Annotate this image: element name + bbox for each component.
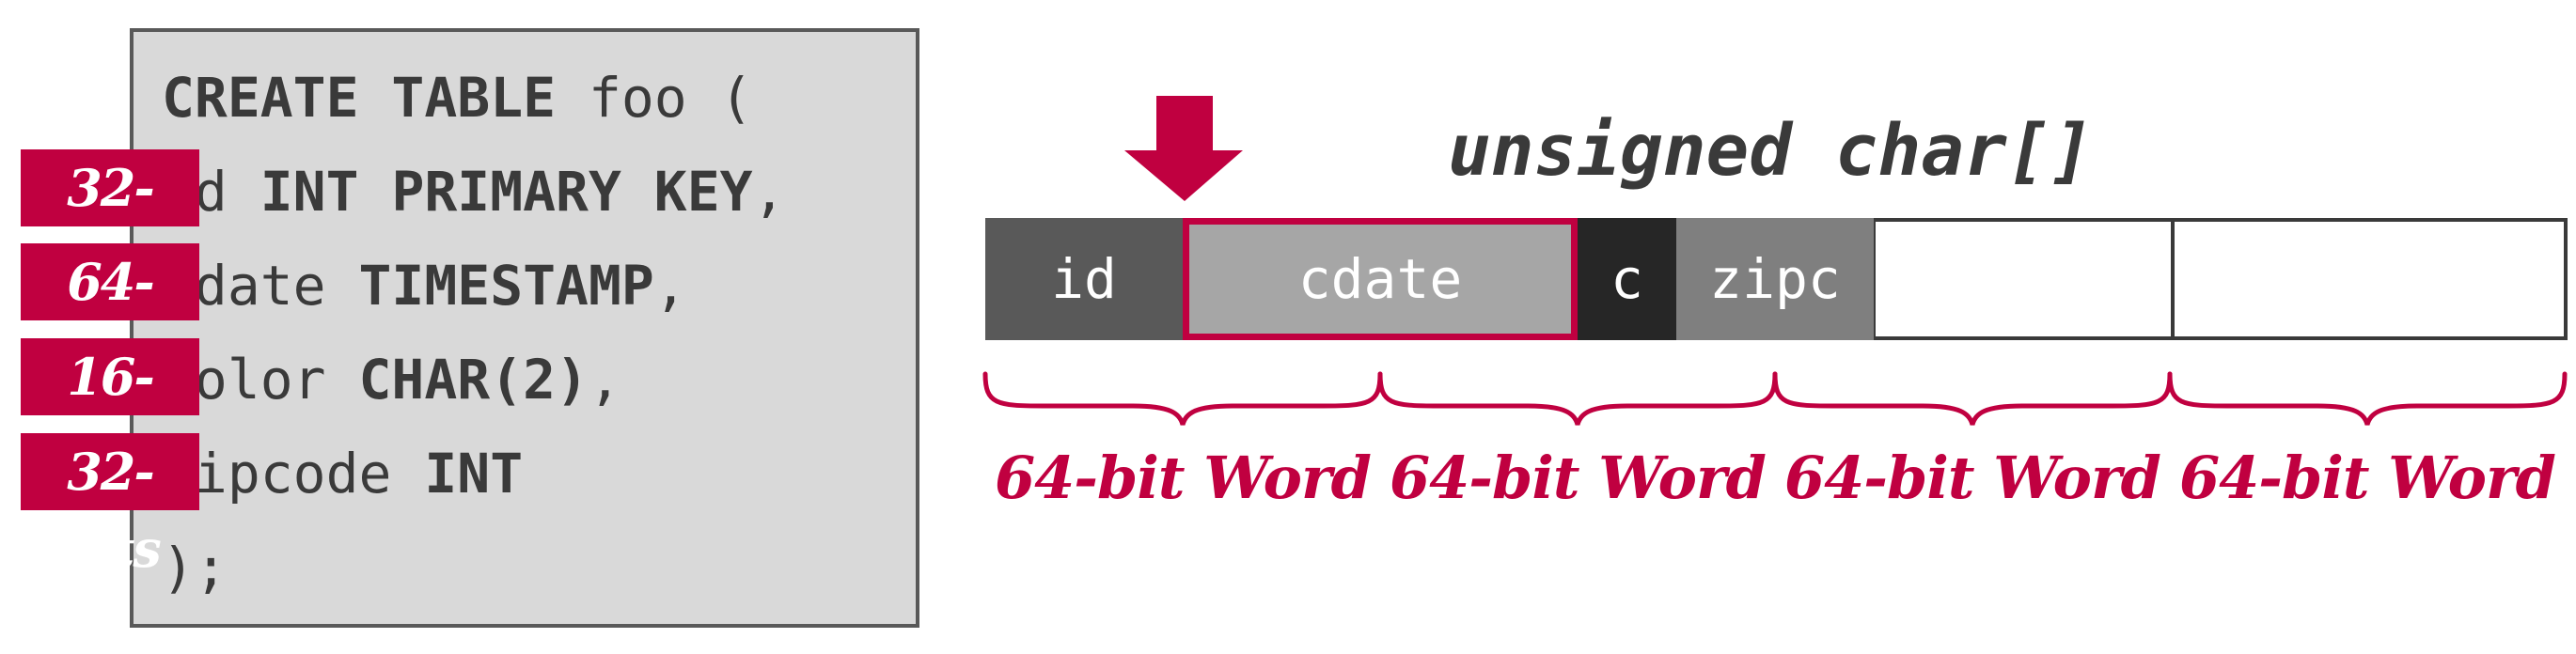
empty-cell-1: [1872, 218, 2175, 340]
sql-line-close: );: [162, 536, 228, 600]
sql-text: ,: [752, 160, 786, 224]
word-brace-2: [1377, 371, 1778, 426]
array-title: unsigned char[]: [1448, 108, 2094, 192]
cell-zipcode: zipc: [1676, 218, 1874, 340]
pointer-arrow-icon: [1124, 96, 1243, 201]
sql-line-create: CREATE TABLE foo (: [162, 60, 753, 135]
word-label-3: 64-bit Word: [1783, 444, 2161, 512]
sql-keyword: INT: [424, 442, 524, 506]
word-brace-1: [982, 371, 1383, 426]
sql-text: ,: [588, 348, 621, 412]
cell-color: c: [1578, 218, 1676, 340]
word-brace-3: [1772, 371, 2173, 426]
word-brace-4: [2167, 371, 2568, 426]
sql-keyword: CREATE TABLE: [162, 66, 557, 130]
bit-badge-zipcode: 32-bits: [21, 433, 199, 579]
sql-line-zipcode: zipcode INT: [162, 436, 523, 511]
empty-cell-2: [2171, 218, 2568, 340]
word-label-4: 64-bit Word: [2178, 444, 2556, 512]
sql-code-box: CREATE TABLE foo ( id INT PRIMARY KEY, c…: [130, 28, 919, 628]
sql-keyword: CHAR(2): [358, 348, 589, 412]
cell-cdate: cdate: [1183, 218, 1578, 340]
sql-text: ,: [653, 254, 687, 318]
cell-id: id: [985, 218, 1183, 340]
word-label-1: 64-bit Word: [994, 444, 1372, 512]
sql-text: foo (: [556, 66, 753, 130]
sql-keyword: INT PRIMARY KEY: [259, 160, 753, 224]
word-label-2: 64-bit Word: [1389, 444, 1767, 512]
sql-text: zipcode: [162, 442, 425, 506]
sql-keyword: TIMESTAMP: [358, 254, 654, 318]
